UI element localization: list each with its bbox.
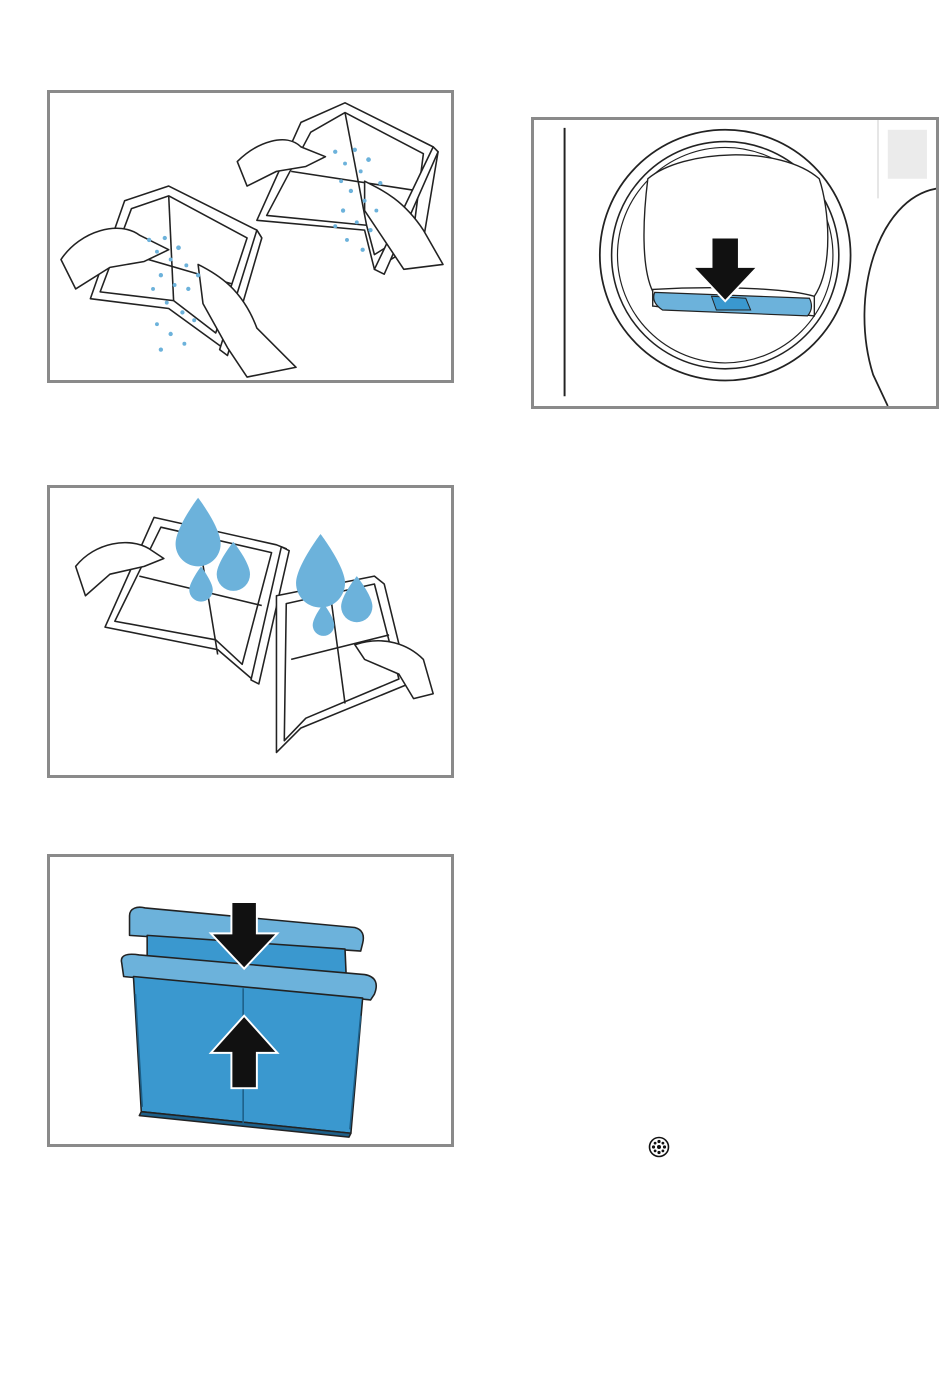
illustration-insert-filter-into-door [531,117,939,409]
illustration-assemble-filter [47,854,454,1147]
fluff-filter-water-drops-icon [50,488,451,775]
door-filter-slot-arrow-down-icon [534,120,936,406]
illustration-rinse-filter [47,90,454,383]
illustration-filter-water-drops [47,485,454,778]
fluff-filter-assemble-arrows-icon [50,857,451,1144]
hands-rinsing-fluff-filter-icon [50,93,451,380]
filter-program-icon [648,1136,670,1158]
